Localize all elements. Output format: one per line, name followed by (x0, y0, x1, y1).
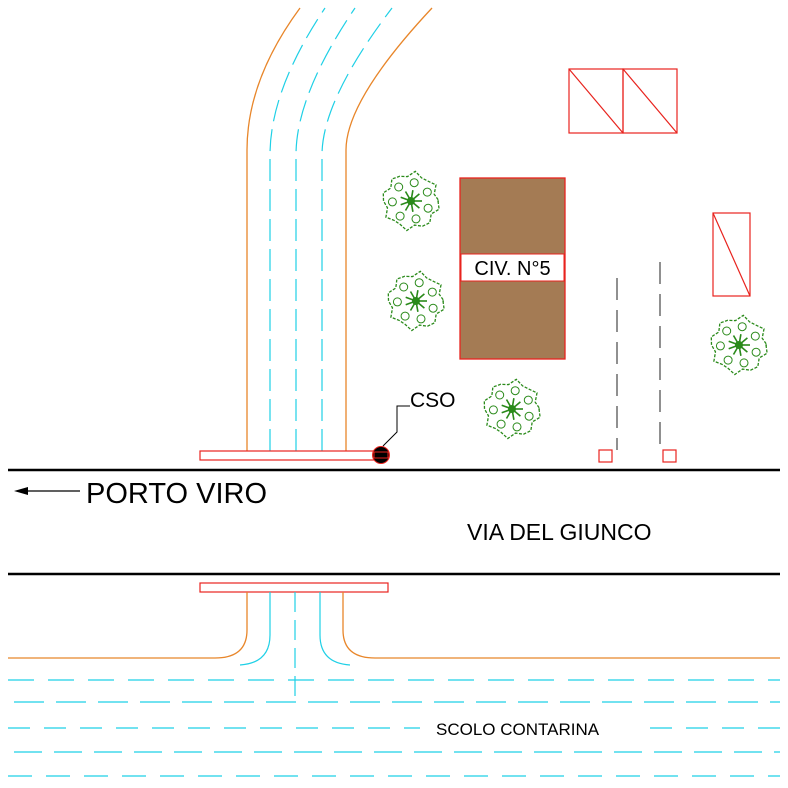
bollard (598, 449, 613, 463)
inlet-water-right (319, 592, 351, 666)
direction-indicator: PORTO VIRO (14, 478, 267, 510)
direction-label: PORTO VIRO (86, 478, 267, 510)
upper-ditch-water-1 (269, 7, 326, 451)
road (8, 468, 780, 576)
culvert-headwall-north (199, 450, 384, 461)
lower-canal: SCOLO CONTARINA (8, 592, 780, 777)
bollard (662, 449, 677, 463)
canal-bank-left (8, 592, 248, 659)
building: CIV. N°5 (459, 177, 566, 360)
upper-ditch-bank-right (345, 7, 433, 451)
cso-label: CSO (410, 389, 456, 412)
tree-symbol-icon (382, 170, 441, 232)
building-label-box (460, 253, 565, 282)
culvert-headwall-south (199, 582, 389, 593)
left-arrow-icon (14, 487, 80, 495)
tree-symbol-icon (387, 270, 446, 332)
upper-ditch-water-3 (321, 7, 393, 451)
tree-symbol-icon (710, 314, 769, 376)
trees (382, 170, 769, 440)
cso-marker: CSO (372, 389, 456, 464)
upper-ditch-water-2 (295, 7, 356, 451)
street-name: VIA DEL GIUNCO (467, 519, 651, 545)
outbuilding-pair (568, 68, 678, 134)
driveway (598, 262, 677, 463)
inlet-water-left (239, 592, 271, 666)
canal-name: SCOLO CONTARINA (436, 720, 600, 739)
canal-bank-right (342, 592, 780, 659)
upper-ditch-bank-left (246, 7, 301, 451)
cso-leader-line (382, 405, 410, 447)
building-label: CIV. N°5 (474, 258, 550, 280)
upper-ditch (246, 7, 433, 451)
outbuilding-single (712, 212, 751, 297)
tree-symbol-icon (483, 378, 542, 440)
